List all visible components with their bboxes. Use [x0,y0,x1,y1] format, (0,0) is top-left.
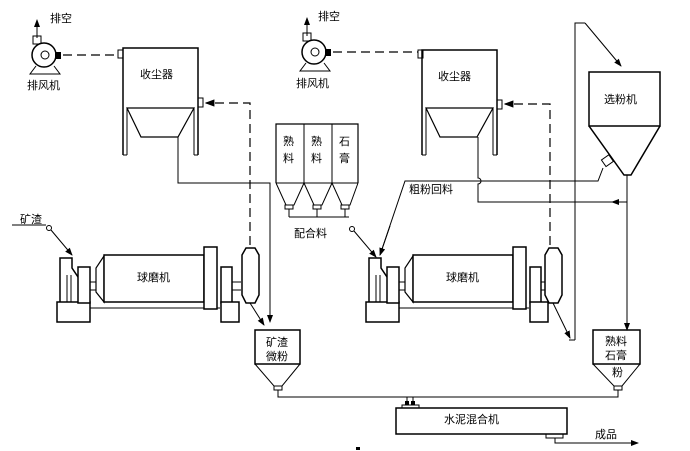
slag-powder-line2: 微粉 [266,349,288,363]
product-output-line [554,438,639,446]
mill-1-discharge [249,302,265,326]
ball-mill-2: 球磨机 [365,246,563,323]
flow-arrow-icon [584,22,622,67]
clinker-gypsum-powder-bin: 熟料 石膏 粉 [592,329,641,391]
dust-collector-label-1: 收尘器 [140,67,173,81]
air-duct-mill-2 [503,100,551,245]
bin-clinker-2-line1: 熟 [311,134,322,148]
mill-2-discharge [552,302,571,339]
separator: 选粉机 [588,71,661,176]
blend-feed-line [353,230,377,258]
blend-label: 配合料 [294,226,327,240]
exhaust-fan-1: 排空 排风机 [27,11,72,92]
bucket-elevator [574,22,585,340]
clinker-gypsum-line3: 粉 [612,366,623,379]
fan-label-2: 排风机 [296,76,329,90]
cement-mixer: 水泥混合机 [395,404,568,439]
bin-clinker-1-line2: 料 [283,151,294,165]
dust-return-line-1 [177,137,273,323]
separator-label: 选粉机 [604,92,637,106]
coarse-return-line [379,167,604,256]
clinker-gypsum-line2: 石膏 [605,348,627,362]
bin-gypsum-line1: 石 [339,135,350,148]
exhaust-label-2: 排空 [318,9,340,23]
slag-powder-bin: 矿渣 微粉 [254,329,301,391]
clinker-gypsum-line1: 熟料 [605,334,627,348]
fan-label-1: 排风机 [27,78,60,92]
exhaust-label-1: 排空 [50,11,72,25]
slag-label: 矿渣 [20,212,42,226]
air-duct-mill-1 [204,99,251,245]
bin-gypsum-line2: 膏 [339,151,350,165]
slag-feed-line [50,229,73,256]
bin-clinker-1-line1: 熟 [283,134,294,148]
dust-collector-2: 收尘器 [417,49,503,156]
bin-clinker-2-line2: 料 [311,151,322,165]
ball-mill-1: 球磨机 [56,246,260,323]
slag-powder-line1: 矿渣 [266,335,288,349]
feed-to-mixer [277,390,619,398]
flow-arrow-icon [379,225,391,256]
product-label: 成品 [595,428,617,441]
coarse-return-label: 粗粉回料 [409,182,453,196]
dust-collector-1: 收尘器 [117,47,204,156]
raw-material-bins: 熟 料 熟 料 石 膏 配合料 [275,123,359,240]
dust-return-line-2 [477,137,627,203]
dust-collector-label-2: 收尘器 [438,69,471,83]
mixer-label: 水泥混合机 [444,412,499,426]
exhaust-fan-2: 排空 排风机 [296,9,340,90]
ball-mill-label-2: 球磨机 [446,270,479,284]
ball-mill-label-1: 球磨机 [137,270,170,284]
